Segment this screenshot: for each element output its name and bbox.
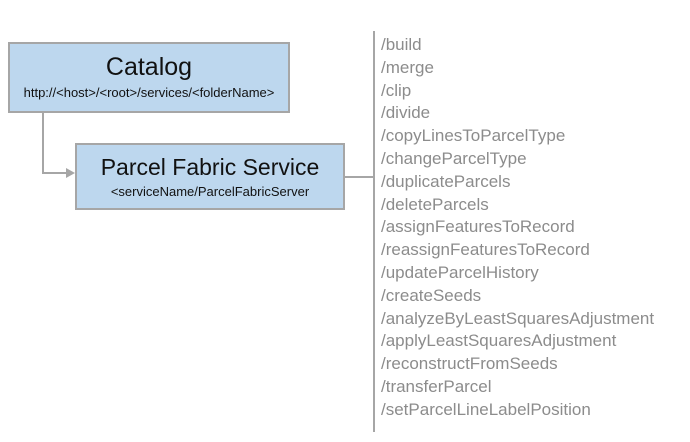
endpoint-item: /duplicateParcels <box>381 171 511 191</box>
catalog-to-service-connector-vertical <box>42 113 44 174</box>
endpoint-item: /divide <box>381 103 431 123</box>
parcel-fabric-service-title: Parcel Fabric Service <box>100 154 320 180</box>
endpoint-item: /transferParcel <box>381 376 492 396</box>
catalog-url-template: http://<host>/<root>/services/<folderNam… <box>23 85 275 100</box>
endpoint-list: /build/merge/clip/divide/copyLinesToParc… <box>381 34 654 422</box>
catalog-title: Catalog <box>105 53 193 81</box>
endpoint-item: /copyLinesToParcelType <box>381 126 566 146</box>
service-name-template: <serviceName/ParcelFabricServer <box>110 184 310 199</box>
endpoint-item: /reassignFeaturesToRecord <box>381 240 590 260</box>
parcel-fabric-service-box: Parcel Fabric Service <serviceName/Parce… <box>75 143 345 210</box>
service-to-endpoints-connector <box>345 176 373 178</box>
endpoint-item: /clip <box>381 80 412 100</box>
catalog-box: Catalog http://<host>/<root>/services/<f… <box>8 42 290 113</box>
endpoint-item: /build <box>381 35 422 54</box>
endpoint-item: /assignFeaturesToRecord <box>381 217 575 237</box>
endpoint-item: /setParcelLineLabelPosition <box>381 399 591 419</box>
endpoint-item: /merge <box>381 57 434 77</box>
arrowhead-icon <box>66 168 75 178</box>
endpoint-item: /changeParcelType <box>381 148 527 168</box>
endpoint-item: /applyLeastSquaresAdjustment <box>381 331 617 351</box>
endpoint-item: /updateParcelHistory <box>381 262 539 282</box>
catalog-to-service-connector-horizontal <box>42 172 67 174</box>
endpoint-item: /analyzeByLeastSquaresAdjustment <box>381 308 655 328</box>
endpoint-item: /createSeeds <box>381 285 482 305</box>
endpoint-item: /reconstructFromSeeds <box>381 354 558 374</box>
endpoint-item: /deleteParcels <box>381 194 489 214</box>
endpoint-list-divider <box>373 31 375 432</box>
